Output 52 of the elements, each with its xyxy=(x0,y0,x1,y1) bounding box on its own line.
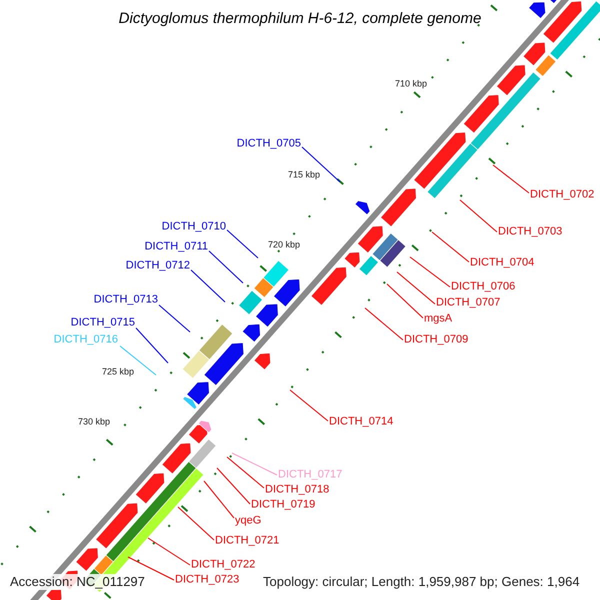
leader-line xyxy=(410,256,450,288)
gene-label: DICTH_0707 xyxy=(436,296,500,310)
leader-line xyxy=(492,164,530,194)
leader-line xyxy=(364,308,404,340)
scale-label: 720 kbp xyxy=(268,240,300,250)
leader-line xyxy=(136,328,168,364)
gene-label: DICTH_0705 xyxy=(236,138,301,150)
gene-label: DICTH_0723 xyxy=(175,574,240,586)
leader-line xyxy=(204,480,234,518)
gene-label: DICTH_0713 xyxy=(94,294,158,306)
leader-line xyxy=(226,230,258,258)
gene-label: yqeG xyxy=(235,514,262,528)
genome-summary-text: Topology: circular; Length: 1,959,987 bp; Genes: 1,964 xyxy=(261,574,582,590)
leader-line xyxy=(178,506,214,540)
leader-line xyxy=(226,456,264,488)
gene-label: DICTH_0722 xyxy=(191,558,256,572)
accession-text: Accession: NC_011297 xyxy=(8,574,147,590)
gene-label: DICTH_0702 xyxy=(530,188,594,202)
gene-label: DICTH_0710 xyxy=(162,220,226,234)
leader-line xyxy=(432,232,470,262)
gene-label: DICTH_0703 xyxy=(498,226,562,238)
scale-label: 725 kbp xyxy=(102,366,134,378)
gene-label: DICTH_0717 xyxy=(278,468,342,482)
scale-label: 710 kbp xyxy=(395,78,428,90)
gene-label: DICTH_0704 xyxy=(470,256,534,270)
leader-line xyxy=(460,200,498,232)
leader-line xyxy=(148,538,190,566)
gene-label: mgsA xyxy=(424,312,452,326)
leader-line xyxy=(396,272,436,304)
leader-line xyxy=(190,270,226,302)
gene-label: DICTH_0709 xyxy=(404,334,468,346)
leader-line xyxy=(290,390,328,422)
leader-line xyxy=(128,556,174,580)
leader-line xyxy=(158,304,190,332)
gene-label: DICTH_0711 xyxy=(144,240,208,254)
title: Dictyoglomus thermophilum H-6-12, complete genome xyxy=(118,10,482,28)
scale-label: 730 kbp xyxy=(78,416,110,428)
leader-line xyxy=(386,284,424,318)
gene-label: DICTH_0706 xyxy=(451,280,516,294)
leader-line xyxy=(216,468,250,504)
leader-line xyxy=(208,250,244,284)
leader-line xyxy=(232,452,278,476)
leader-line xyxy=(120,346,156,376)
gene-label: DICTH_0712 xyxy=(126,260,190,272)
gene-label: DICTH_0718 xyxy=(265,484,330,496)
scale-label: 715 kbp xyxy=(288,170,320,180)
gene-label: DICTH_0721 xyxy=(215,534,280,548)
gene-label: DICTH_0714 xyxy=(329,416,394,428)
gene-label: DICTH_0719 xyxy=(251,498,316,512)
gene-label: DICTH_0715 xyxy=(70,316,135,330)
gene-label: DICTH_0716 xyxy=(54,334,118,346)
leader-line xyxy=(302,146,340,182)
